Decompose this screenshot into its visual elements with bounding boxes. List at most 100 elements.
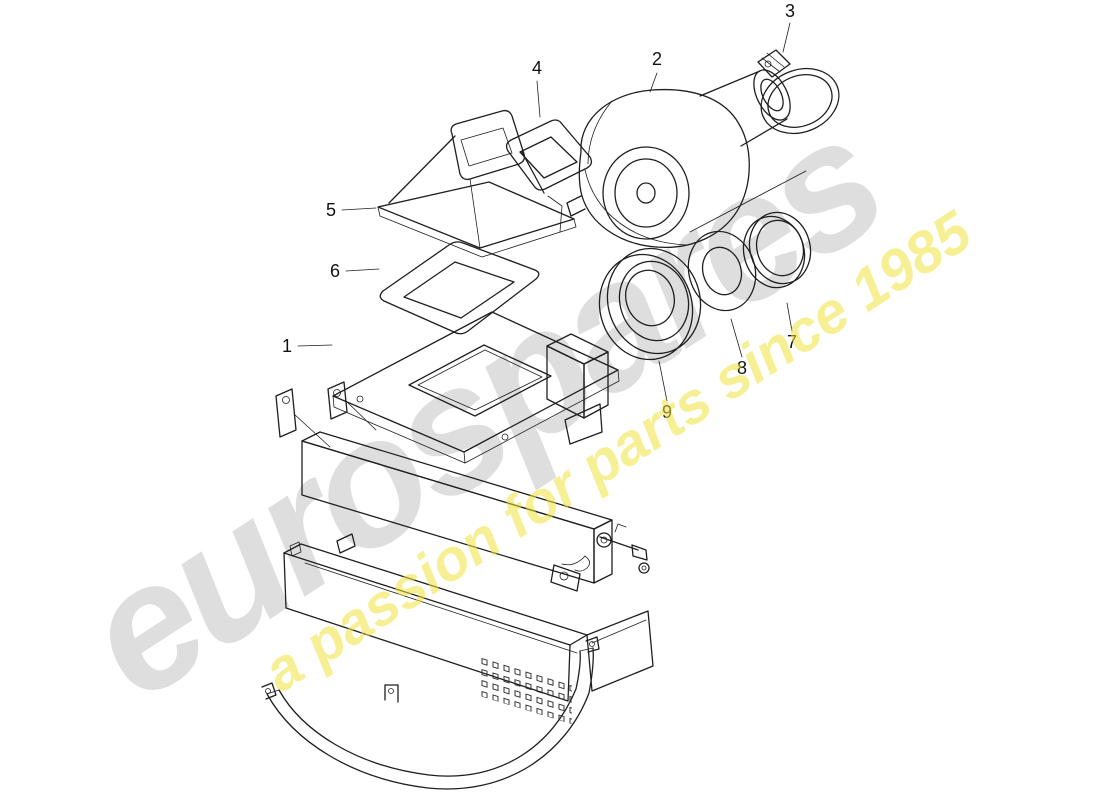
retaining-strap (261, 636, 600, 790)
plate-thickness-left (332, 395, 466, 464)
duct-front-crease (469, 178, 481, 249)
part-7-retaining-ring (742, 211, 812, 289)
duct-base-plate (377, 181, 575, 249)
part-1-mounting-plate (332, 311, 620, 464)
strap-inner-edge (278, 650, 581, 777)
ring9-outer (606, 247, 702, 355)
tray-left-tab (289, 541, 302, 557)
callout-9: 9 (658, 360, 672, 422)
motor-end-cap-inner (760, 78, 784, 112)
leader-line-5 (341, 207, 377, 211)
plate-bracket-right-face (583, 351, 609, 419)
ring7-outer (748, 211, 812, 285)
capillary-tube (561, 555, 586, 566)
tray-far-rim (300, 543, 588, 636)
duct-base-thickness (377, 206, 577, 258)
valve-nut-outer (638, 562, 650, 574)
part-number-9: 9 (662, 402, 672, 422)
plate-collar-outer (408, 344, 552, 417)
housing-tray (283, 533, 654, 725)
core-hanger-hole-right (333, 389, 341, 397)
part-number-4: 4 (532, 58, 542, 78)
tray-top-tab (336, 533, 356, 554)
part-6-gasket (379, 241, 540, 335)
part-number-8: 8 (737, 358, 747, 378)
blower-mount-tab (566, 195, 586, 217)
valve-port-inner (600, 536, 608, 544)
tray-near-rim (283, 552, 571, 646)
part-number-7: 7 (787, 332, 797, 352)
valve-body (550, 564, 581, 592)
part-5-air-duct (377, 109, 577, 258)
core-end-face (593, 519, 613, 584)
strap-middle-hole (388, 688, 394, 694)
strap-right-tab (585, 636, 600, 653)
core-hanger-hole-left (282, 396, 290, 404)
duct-left-slope (388, 135, 456, 204)
leader-line-9 (658, 360, 668, 402)
part-number-3: 3 (785, 1, 795, 21)
duct-opening-outer (450, 109, 526, 181)
plate-gusset (564, 403, 603, 445)
expansion-valve-assembly (550, 523, 650, 592)
core-hanger-tab-left (275, 388, 297, 438)
part-9-bearing-ring (598, 247, 702, 361)
blower-outlet-ring-inner (614, 158, 678, 228)
part-number-6: 6 (330, 261, 340, 281)
leader-line-2 (649, 72, 658, 93)
part-3-hose-clamp (757, 49, 840, 135)
tray-end-flap (586, 610, 654, 692)
tray-left-end-top (283, 543, 302, 554)
leader-line-4 (536, 80, 541, 118)
seal-frame-body (505, 119, 593, 191)
tray-right-end-top (569, 634, 588, 646)
clamp-screw-head (764, 60, 772, 68)
clamp-band-outer (760, 67, 840, 135)
blower-outlet-ring-outer (602, 146, 690, 240)
part-4-seal-frame (505, 119, 593, 191)
gasket-body (379, 241, 540, 335)
valve-body-port (559, 571, 569, 581)
motor-end-cap (753, 69, 791, 121)
tray-end-flap-fold (591, 619, 647, 644)
part-number-2: 2 (652, 49, 662, 69)
ring9-mid (618, 260, 690, 342)
ring8-bore (701, 246, 743, 296)
evaporator-core (275, 381, 613, 584)
strap-outer-edge (266, 647, 594, 790)
part-number-1: 1 (282, 336, 292, 356)
clamp-screw-slot-2 (766, 52, 785, 68)
watermark-brand-text: eurospares (50, 80, 913, 737)
core-hanger-tab-right (327, 381, 348, 420)
core-hanger-arm-left (293, 413, 331, 448)
callout-8: 8 (730, 318, 747, 378)
duct-right-slope (521, 151, 545, 194)
strap-left-tab (261, 682, 277, 700)
part-callouts: 1 2 3 4 5 6 7 (282, 1, 797, 422)
strap-left-hole (265, 688, 271, 694)
plate-hole-bottom (501, 433, 509, 441)
duct-opening-inner (460, 127, 513, 167)
callout-4: 4 (532, 58, 542, 118)
strap-middle-tab (384, 684, 399, 703)
callout-3: 3 (782, 1, 795, 53)
ring9-bore (625, 269, 675, 327)
core-hanger-arm-right (344, 399, 377, 431)
tray-inner-bottom (304, 562, 578, 654)
plate-thickness-right (464, 369, 620, 464)
capillary-coil (574, 555, 590, 572)
alignment-axis-line (689, 170, 807, 233)
plate-hole-left (356, 395, 364, 403)
callout-7: 7 (786, 302, 797, 352)
leader-line-3 (782, 22, 791, 53)
valve-port-outer (596, 532, 612, 548)
callout-2: 2 (649, 49, 662, 93)
leader-line-1 (297, 344, 333, 347)
ring9-back-rim (598, 253, 694, 361)
leader-line-8 (730, 318, 743, 358)
duct-right-flange (547, 195, 563, 233)
clamp-screw-housing (757, 49, 791, 78)
valve-hex-fitting (631, 544, 648, 561)
ring7-bore (755, 219, 805, 277)
plate-collar-inner (417, 349, 543, 411)
